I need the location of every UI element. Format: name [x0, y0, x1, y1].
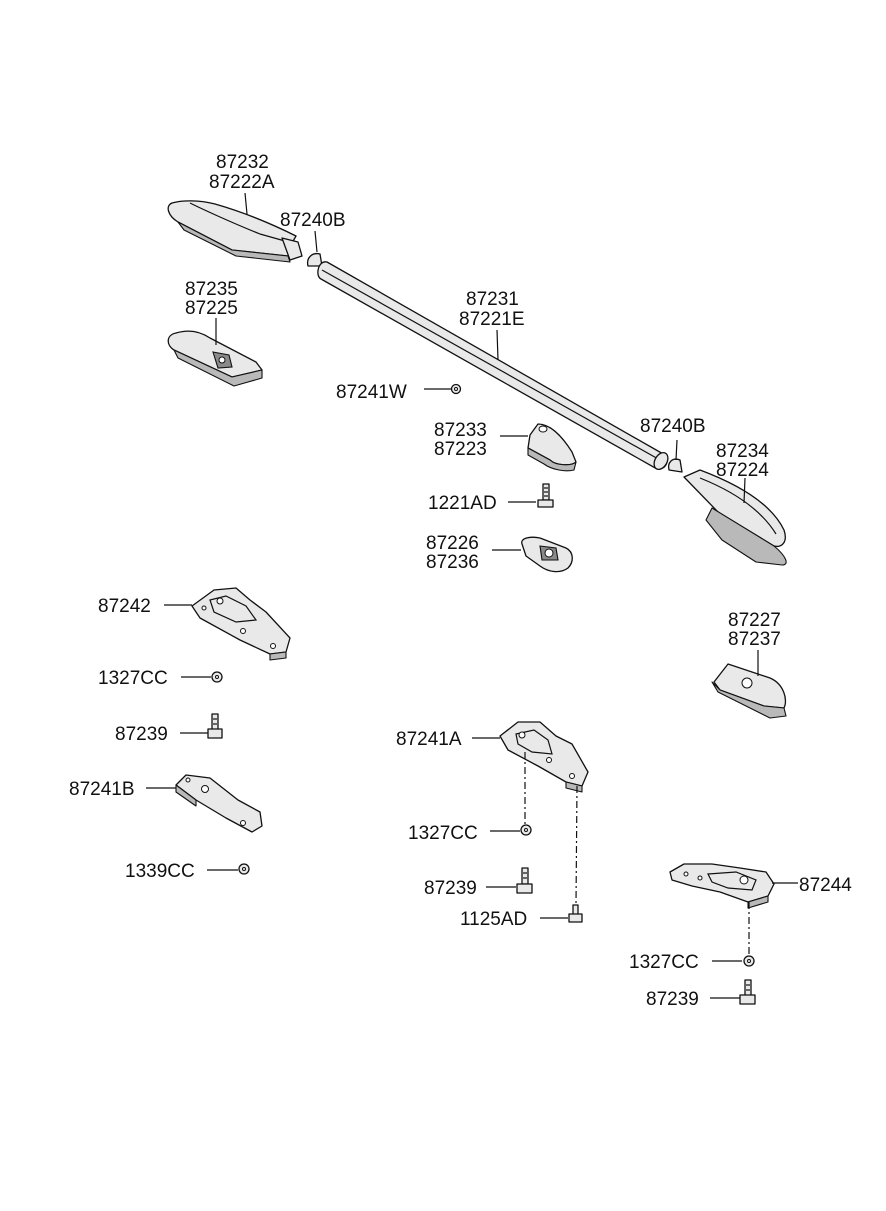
label-87239-left: 87239: [115, 724, 168, 745]
label-87239-right: 87239: [646, 989, 699, 1010]
front-end-cap-part: [167, 200, 303, 263]
label-87235: 87235: [185, 279, 238, 300]
bracket-87242-part: [191, 587, 291, 661]
label-1339cc: 1339CC: [125, 861, 195, 882]
label-87223: 87223: [434, 439, 487, 460]
bolt-87239-mid-part: [486, 867, 533, 894]
label-87241w: 87241W: [336, 382, 407, 403]
roof-rail-part: [317, 261, 669, 471]
label-1327cc-right: 1327CC: [629, 952, 699, 973]
nut-1339cc-part: [207, 863, 250, 875]
bracket-87244-part: [669, 863, 775, 909]
bolt-87239-left-part: [180, 713, 223, 739]
label-87241a: 87241A: [396, 729, 462, 750]
label-87224: 87224: [716, 460, 769, 481]
label-1221ad: 1221AD: [428, 493, 497, 514]
front-pad-part: [167, 330, 263, 387]
label-1125ad: 1125AD: [460, 909, 527, 930]
spacer-87240b-right-part: [667, 439, 683, 473]
nut-1327cc-left-part: [181, 671, 223, 683]
label-87240b-right: 87240B: [640, 416, 706, 437]
guide-87241a-screw: [575, 785, 578, 905]
label-87232: 87232: [216, 152, 269, 173]
leader-87231: [496, 329, 499, 361]
label-87227: 87227: [728, 610, 781, 631]
label-87244: 87244: [799, 875, 852, 896]
label-87233: 87233: [434, 420, 487, 441]
label-87226: 87226: [426, 533, 479, 554]
label-87239-mid: 87239: [424, 878, 477, 899]
bolt-87239-right-part: [710, 979, 756, 1005]
nut-87241w-part: [424, 383, 462, 395]
label-87222a: 87222A: [209, 172, 275, 193]
center-pad-part: [521, 536, 573, 573]
label-1327cc-mid: 1327CC: [408, 823, 478, 844]
label-87240b-top: 87240B: [280, 210, 346, 231]
label-87242: 87242: [98, 596, 151, 617]
leader-87234: [743, 477, 746, 504]
spacer-87240b-top-part: [306, 230, 323, 267]
center-cover-part: [527, 423, 577, 472]
rear-end-cap-part: [683, 469, 787, 566]
rear-pad-part: [711, 663, 787, 719]
bracket-87241a-part: [499, 721, 589, 793]
screw-1125ad-part: [540, 904, 583, 923]
bracket-87241b-part: [175, 774, 263, 833]
label-87236: 87236: [426, 552, 479, 573]
label-87237: 87237: [728, 629, 781, 650]
label-87234: 87234: [716, 441, 769, 462]
label-1327cc-left: 1327CC: [98, 668, 168, 689]
label-87241b: 87241B: [69, 779, 135, 800]
leader-87232: [244, 192, 248, 215]
label-87231: 87231: [466, 289, 519, 310]
nut-1327cc-mid-part: [490, 824, 532, 836]
nut-1327cc-right-part: [712, 955, 755, 967]
label-87221e: 87221E: [459, 309, 525, 330]
label-87225: 87225: [185, 298, 238, 319]
screw-1221ad-part: [508, 483, 554, 508]
